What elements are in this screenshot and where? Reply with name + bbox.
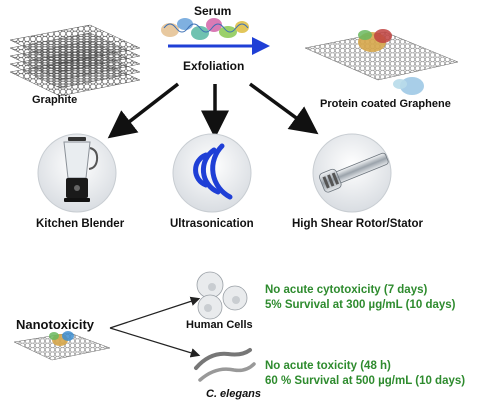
cell-icon — [196, 271, 248, 320]
human-cells-label: Human Cells — [186, 319, 253, 331]
cells-results: No acute cytotoxicity (7 days) 5% Surviv… — [265, 283, 456, 313]
protein-graphene-icon — [304, 29, 459, 95]
ultrasonication-label: Ultrasonication — [170, 218, 254, 230]
arrow-to-cells — [109, 296, 201, 329]
cells-result-line-1: No acute cytotoxicity (7 days) — [265, 284, 428, 296]
ultrasound-waves-icon — [193, 143, 233, 200]
nanotoxicity-label: Nanotoxicity — [16, 317, 95, 332]
arrow-to-rotor — [248, 82, 319, 135]
rotor-stator-icon — [319, 152, 389, 193]
protein-cluster-icon — [161, 18, 249, 40]
protein-graphene-label: Protein coated Graphene — [320, 98, 451, 110]
rotor-stator-label: High Shear Rotor/Stator — [292, 218, 423, 230]
c-elegans-label: C. elegans — [206, 388, 262, 400]
worm-results: No acute toxicity (48 h) 60 % Survival a… — [265, 359, 465, 389]
cells-result-line-2: 5% Survival at 300 µg/mL (10 days) — [265, 299, 456, 311]
arrow-to-blender — [107, 82, 180, 139]
worm-result-line-2: 60 % Survival at 500 µg/mL (10 days) — [265, 375, 466, 387]
graphite-sheets-icon — [9, 24, 141, 97]
exfoliation-label: Exfoliation — [183, 59, 245, 73]
blender-icon — [63, 137, 99, 202]
worm-result-line-1: No acute toxicity (48 h) — [265, 360, 391, 372]
kitchen-blender-label: Kitchen Blender — [36, 218, 125, 230]
serum-label: Serum — [194, 4, 232, 18]
graphite-label: Graphite — [32, 94, 78, 106]
worm-icon — [194, 348, 256, 382]
arrow-to-worms — [109, 327, 201, 358]
nanotoxicity-graphene-icon — [13, 331, 111, 361]
